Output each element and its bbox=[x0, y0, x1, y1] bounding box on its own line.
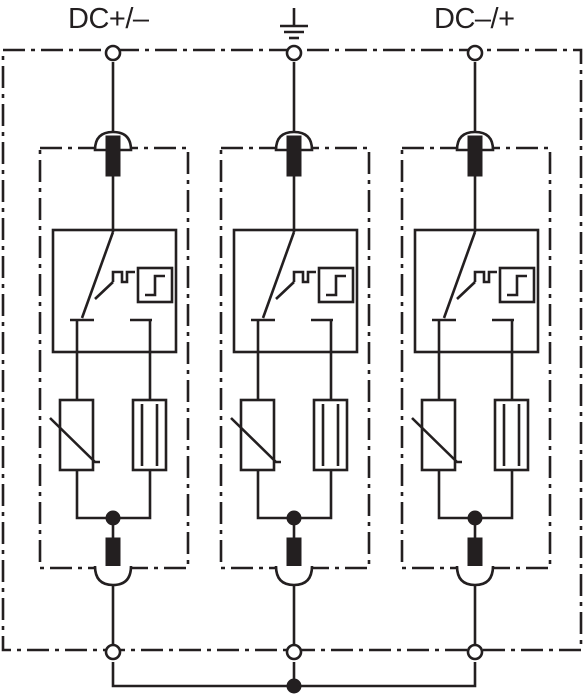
thermal-element-step bbox=[507, 274, 527, 297]
varistor-body bbox=[420, 398, 457, 472]
module-left bbox=[38, 44, 190, 661]
thermal-element-box bbox=[498, 266, 536, 304]
switch-blade-arm bbox=[456, 281, 476, 300]
thermal-disconnector-box bbox=[232, 228, 359, 354]
thermal-element-box bbox=[317, 266, 355, 304]
switch-blade bbox=[442, 231, 477, 319]
top-plug-contact bbox=[105, 135, 121, 177]
bottom-plug-arch bbox=[274, 565, 314, 587]
top-terminal-circle bbox=[466, 44, 484, 62]
terminal-label-dc-minus-plus: DC–/+ bbox=[434, 3, 515, 35]
module-boundary bbox=[38, 146, 190, 570]
bottom-terminal-circle bbox=[466, 643, 484, 661]
bus-junction-dot bbox=[286, 678, 302, 694]
varistor-slash bbox=[49, 417, 100, 464]
gas-discharge-tube-body bbox=[312, 398, 349, 472]
bottom-plug-arch bbox=[93, 565, 133, 587]
thermal-element-box bbox=[136, 266, 174, 304]
module-right bbox=[400, 44, 552, 661]
varistor-body bbox=[58, 398, 95, 472]
bottom-common-bus bbox=[111, 662, 477, 694]
varistor-body bbox=[239, 398, 276, 472]
gas-discharge-tube-body bbox=[493, 398, 530, 472]
thermal-element-step bbox=[326, 274, 346, 297]
switch-blade-arm bbox=[94, 281, 114, 300]
terminal-label-dc-plus-minus: DC+/– bbox=[68, 3, 149, 35]
thermal-disconnector-box bbox=[413, 228, 540, 354]
switch-blade-arm bbox=[275, 281, 295, 300]
outer-enclosure-boundary bbox=[1, 48, 583, 652]
varistor-slash bbox=[230, 417, 281, 464]
top-terminal-circle bbox=[285, 44, 303, 62]
earth-ground-icon bbox=[280, 8, 308, 40]
top-plug-contact bbox=[286, 135, 302, 177]
top-terminal-circle bbox=[104, 44, 122, 62]
gas-discharge-tube-body bbox=[131, 398, 168, 472]
module-middle bbox=[219, 44, 371, 661]
thermal-element-step bbox=[145, 274, 165, 297]
thermal-link bbox=[292, 270, 316, 284]
bottom-terminal-circle bbox=[285, 643, 303, 661]
thermal-disconnector-box bbox=[51, 228, 178, 354]
varistor-slash bbox=[411, 417, 462, 464]
thermal-link bbox=[473, 270, 497, 284]
switch-blade bbox=[261, 231, 296, 319]
module-boundary bbox=[400, 146, 552, 570]
module-boundary bbox=[219, 146, 371, 570]
top-plug-contact bbox=[467, 135, 483, 177]
bottom-plug-arch bbox=[455, 565, 495, 587]
thermal-link bbox=[111, 270, 135, 284]
switch-blade bbox=[80, 231, 115, 319]
bottom-terminal-circle bbox=[104, 643, 122, 661]
